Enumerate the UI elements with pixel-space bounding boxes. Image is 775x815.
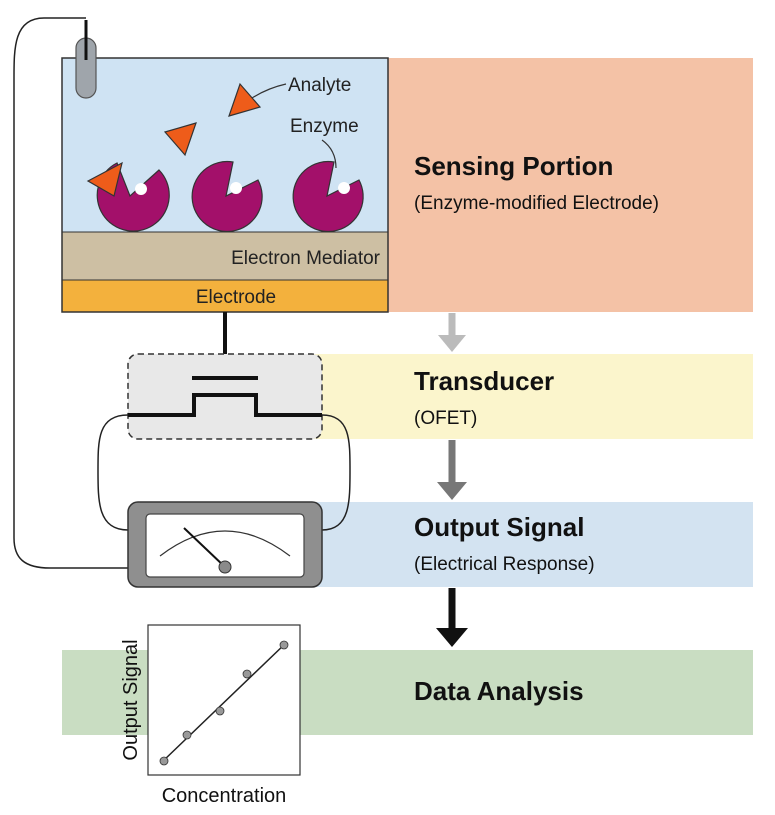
analysis-title: Data Analysis (414, 676, 584, 706)
transducer-band (300, 354, 753, 439)
calibration-plot: Output Signal Concentration (120, 624, 301, 807)
transducer-subtitle: (OFET) (414, 408, 477, 429)
plot-point (279, 640, 289, 650)
analyte-label: Analyte (288, 75, 351, 96)
analyte-3 (228, 82, 262, 117)
mediator-label: Electron Mediator (231, 248, 381, 269)
plot-point (215, 706, 225, 716)
analyte-2 (163, 122, 197, 157)
circuit-wire-reference (13, 17, 128, 569)
electrode-layer (62, 280, 388, 312)
mediator-layer (62, 232, 388, 280)
circuit-wire-left (97, 414, 129, 531)
meter (127, 501, 323, 588)
output-subtitle: (Electrical Response) (414, 554, 595, 575)
arrow-output-to-analysis (436, 588, 468, 647)
electrode-label: Electrode (196, 287, 276, 308)
plot-xlabel: Concentration (162, 785, 287, 807)
sensing-subtitle: (Enzyme-modified Electrode) (414, 193, 659, 214)
sensing-band (388, 58, 753, 312)
transducer-title: Transducer (414, 366, 554, 396)
enzyme-2 (191, 160, 263, 233)
enzyme-label: Enzyme (290, 116, 359, 137)
meter-pivot (218, 560, 232, 574)
circuit-wire-right (321, 414, 351, 531)
ofet-symbol (127, 353, 323, 440)
arrow-sensing-to-transducer (438, 313, 466, 352)
plot-point (159, 756, 169, 766)
arrow-transducer-to-output (437, 440, 467, 500)
output-band (300, 502, 753, 587)
plot-point (182, 730, 192, 740)
output-title: Output Signal (414, 512, 584, 542)
plot-ylabel: Output Signal (120, 639, 142, 760)
analyte-1 (86, 161, 123, 197)
sensing-title: Sensing Portion (414, 151, 613, 181)
plot-point (242, 669, 252, 679)
enzyme-3 (292, 160, 364, 233)
